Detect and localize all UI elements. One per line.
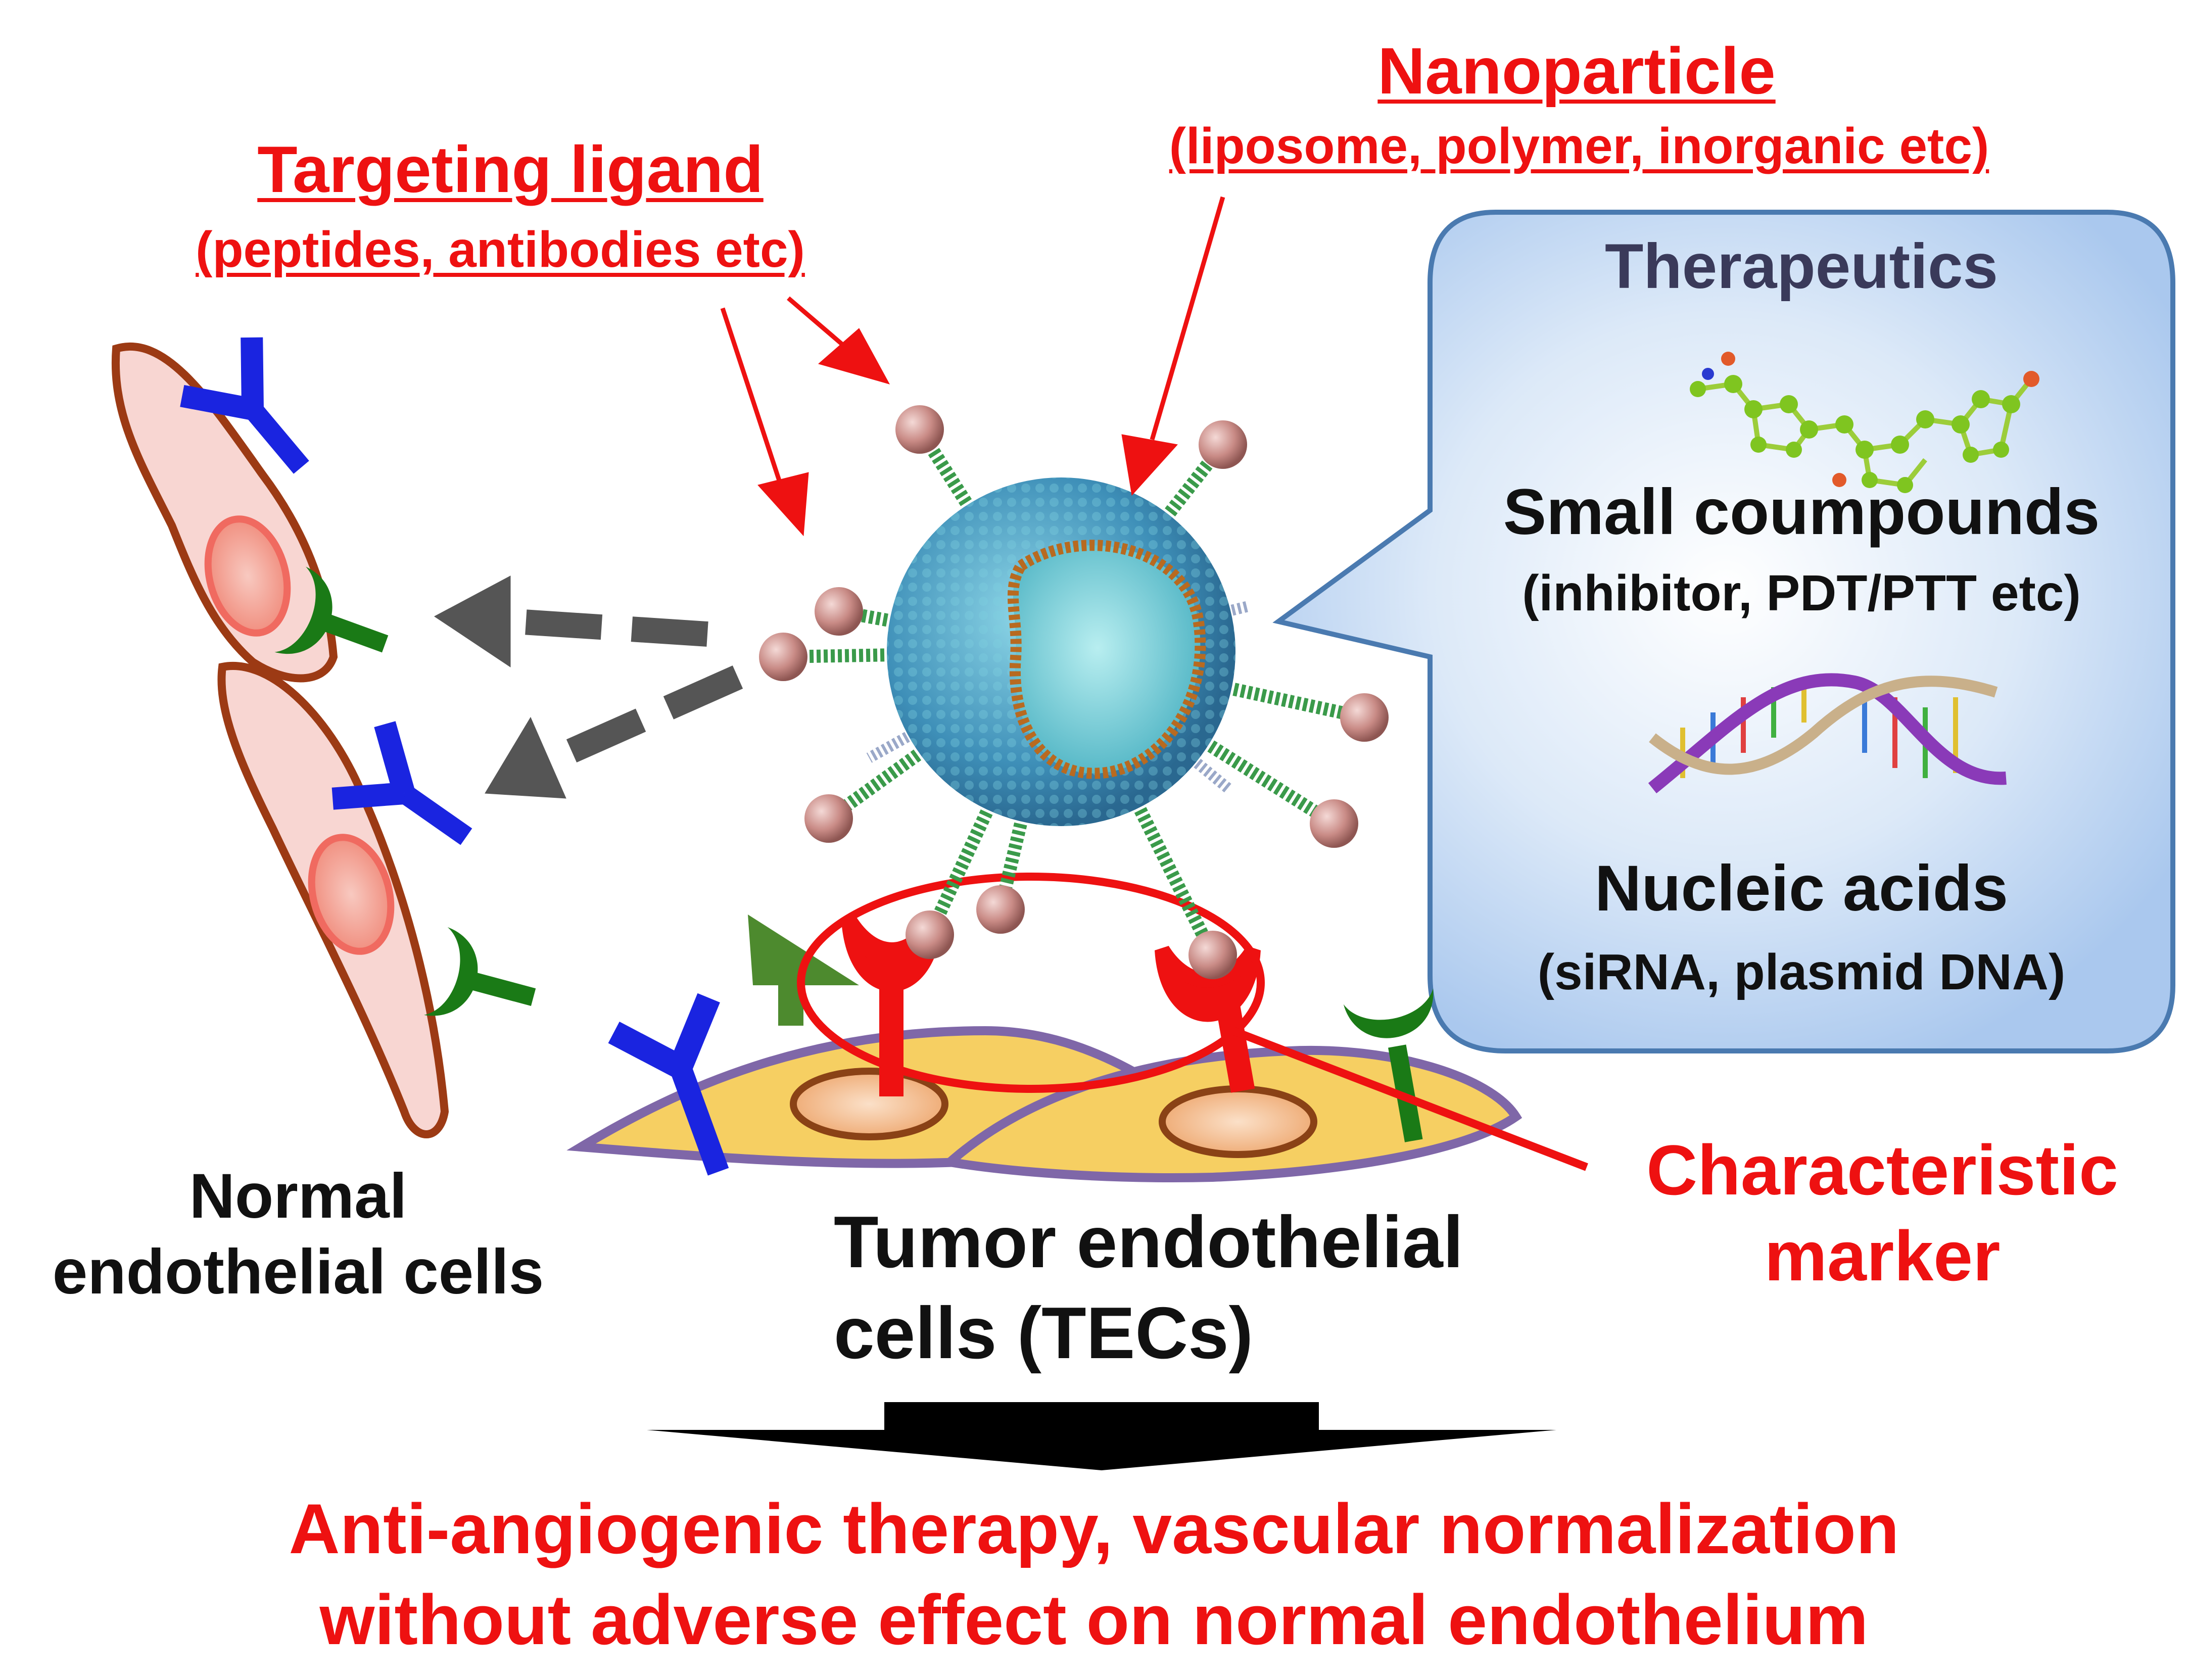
therapeutics-heading: Therapeutics (1604, 231, 1998, 302)
marker-label-line1: Characteristic (1646, 1130, 2118, 1210)
tumor-cells-label-line1: Tumor endothelial (834, 1201, 1463, 1283)
cup-receptor-icon (274, 566, 389, 654)
nanoparticle-icon (759, 405, 1389, 979)
nanoparticle-title: Nanoparticle (1377, 34, 1776, 108)
cup-receptor-icon (424, 927, 536, 1016)
nanoparticle-subtitle: (liposome, polymer, inorganic etc) (1169, 118, 1989, 174)
normal-cells-label-line2: endothelial cells (52, 1237, 544, 1307)
nanoparticle-pointer-arrow (1121, 196, 1225, 496)
marker-highlight (797, 873, 1588, 1171)
normal-endothelial-cells (112, 342, 449, 1138)
y-receptor-icon (608, 993, 729, 1176)
nucleic-acids-label: Nucleic acids (1594, 852, 2009, 925)
outcome-line1: Anti-angiogenic therapy, vascular normal… (289, 1489, 1899, 1568)
outcome-line2: without adverse effect on normal endothe… (319, 1580, 1869, 1659)
dashed-arrows-to-normal-cells (434, 575, 743, 799)
y-receptor-icon (331, 721, 472, 845)
dna-helix-icon (1648, 673, 2007, 794)
therapeutics-callout (1272, 210, 2175, 1053)
normal-cells-label-line1: Normal (189, 1161, 407, 1231)
marker-label-line2: marker (1764, 1216, 2001, 1295)
tumor-cells-label-line2: cells (TECs) (834, 1292, 1253, 1374)
molecule-icon (1690, 352, 2039, 493)
ligand-pointer-arrows (720, 296, 890, 537)
down-arrow (647, 1402, 1556, 1470)
small-compounds-subtitle: (inhibitor, PDT/PTT etc) (1522, 565, 2081, 621)
marker-receptor-right (1155, 945, 1261, 1093)
targeting-ligand-title: Targeting ligand (257, 132, 764, 206)
nucleic-acids-subtitle: (siRNA, plasmid DNA) (1537, 944, 2066, 1000)
targeting-ligand-subtitle: (peptides, antibodies etc) (196, 221, 805, 278)
small-compounds-label: Small coumpounds (1503, 476, 2100, 548)
y-receptor-icon (180, 337, 309, 474)
